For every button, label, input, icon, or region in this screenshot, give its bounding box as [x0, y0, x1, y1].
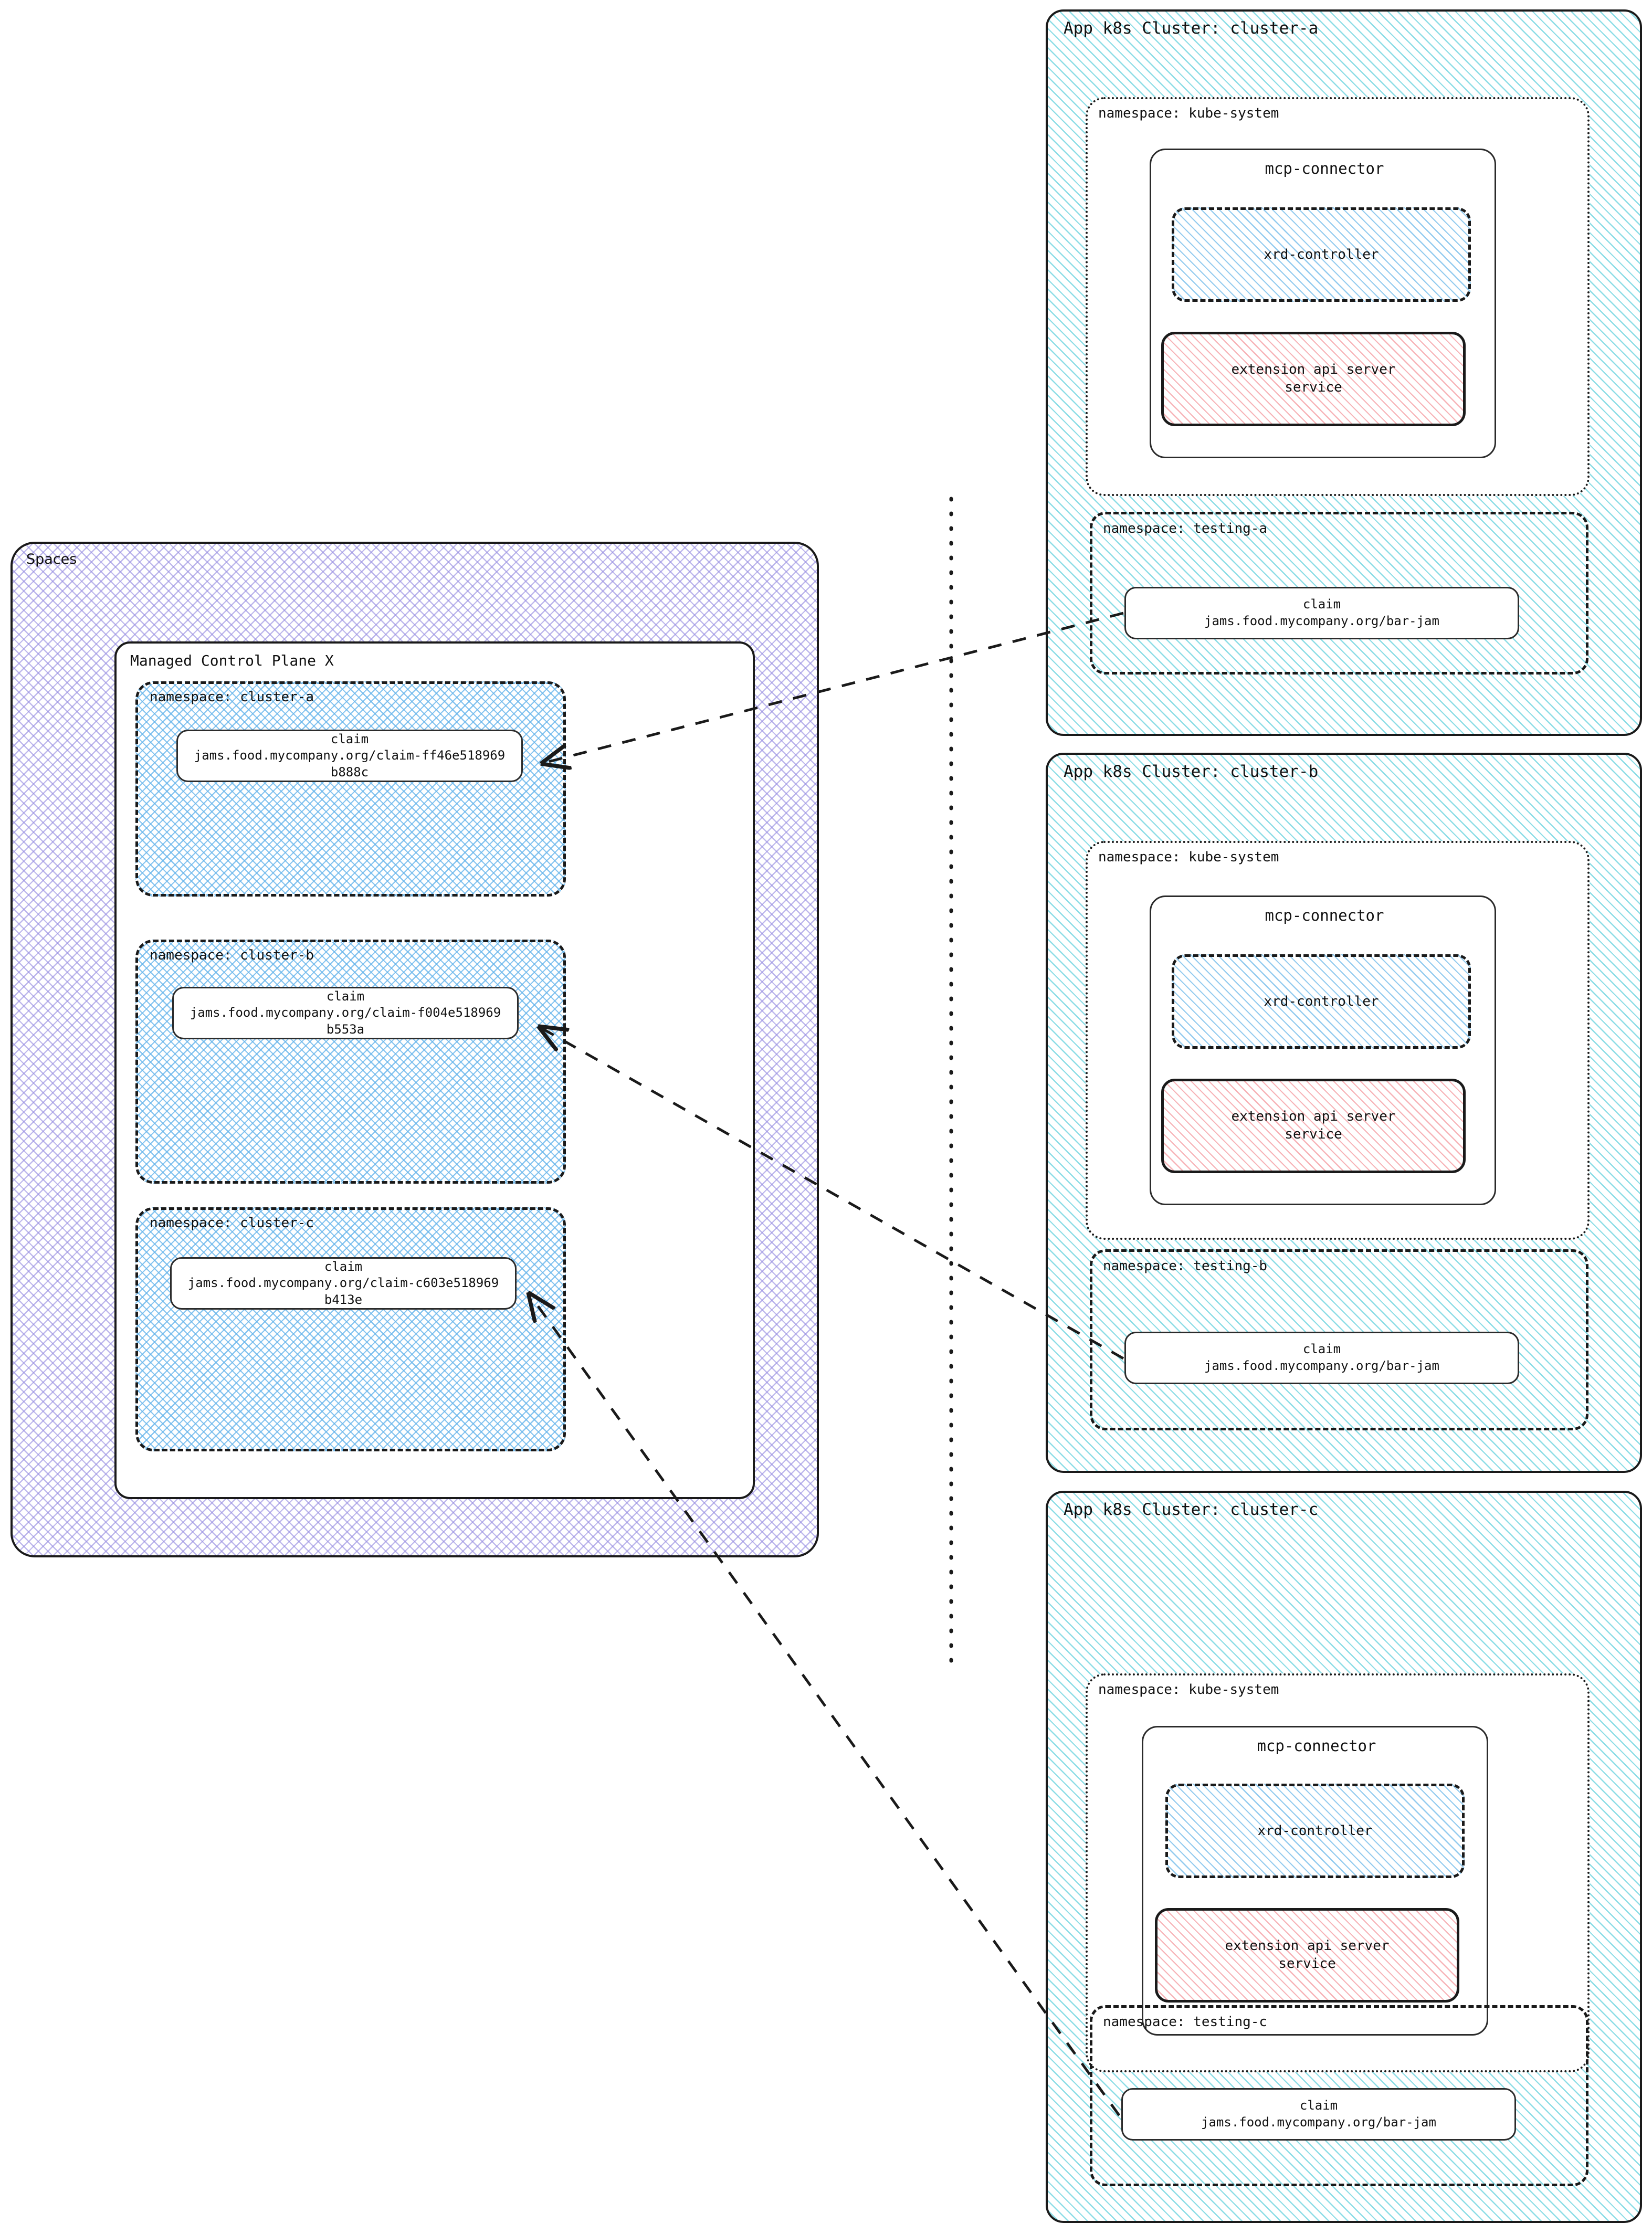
- claim-kind: claim: [1302, 597, 1341, 612]
- cluster-c-title: App k8s Cluster: cluster-c: [1064, 1500, 1319, 1519]
- claim-testing-b[interactable]: claim jams.food.mycompany.org/bar-jam: [1124, 1332, 1519, 1384]
- claim-kind: claim: [326, 988, 365, 1004]
- mcp-connector-c-title: mcp-connector: [1257, 1737, 1376, 1755]
- extension-api-server-a-label: extension api server service: [1231, 362, 1396, 395]
- namespace-testing-c-label: namespace: testing-c: [1103, 2014, 1268, 2030]
- cluster-a-title: App k8s Cluster: cluster-a: [1064, 19, 1319, 38]
- claim-ref: jams.food.mycompany.org/claim-f004e51896…: [190, 1005, 501, 1037]
- claim-cluster-a[interactable]: claim jams.food.mycompany.org/claim-ff46…: [176, 730, 523, 782]
- xrd-controller-a-label: xrd-controller: [1264, 247, 1379, 262]
- claim-testing-c[interactable]: claim jams.food.mycompany.org/bar-jam: [1121, 2088, 1516, 2141]
- claim-kind: claim: [330, 731, 369, 746]
- namespace-cluster-b: namespace: cluster-b: [135, 940, 566, 1184]
- namespace-testing-a: namespace: testing-a: [1090, 512, 1588, 675]
- xrd-controller-c-label: xrd-controller: [1257, 1823, 1373, 1839]
- extension-api-server-a: extension api server service: [1161, 332, 1466, 426]
- xrd-controller-b-label: xrd-controller: [1264, 994, 1379, 1009]
- claim-ref: jams.food.mycompany.org/bar-jam: [1204, 614, 1439, 628]
- claim-ref: jams.food.mycompany.org/claim-c603e51896…: [187, 1276, 499, 1307]
- namespace-testing-a-label: namespace: testing-a: [1103, 521, 1268, 536]
- claim-ref: jams.food.mycompany.org/bar-jam: [1201, 2115, 1436, 2130]
- claim-cluster-c[interactable]: claim jams.food.mycompany.org/claim-c603…: [170, 1257, 517, 1310]
- claim-testing-a[interactable]: claim jams.food.mycompany.org/bar-jam: [1124, 587, 1519, 639]
- namespace-cluster-a-label: namespace: cluster-a: [150, 689, 314, 705]
- mcp-connector-a-title: mcp-connector: [1265, 160, 1384, 177]
- spaces-title: Spaces: [26, 551, 77, 567]
- xrd-controller-c: xrd-controller: [1165, 1784, 1465, 1878]
- extension-api-server-b-label: extension api server service: [1231, 1109, 1396, 1142]
- namespace-cluster-a: namespace: cluster-a: [135, 681, 566, 897]
- extension-api-server-b: extension api server service: [1161, 1079, 1466, 1173]
- cluster-b-title: App k8s Cluster: cluster-b: [1064, 762, 1319, 781]
- namespace-kube-system-c-label: namespace: kube-system: [1098, 1682, 1279, 1698]
- namespace-kube-system-a-label: namespace: kube-system: [1098, 106, 1279, 121]
- managed-control-plane-title: Managed Control Plane X: [130, 652, 334, 669]
- mcp-connector-b-title: mcp-connector: [1265, 907, 1384, 924]
- claim-ref: jams.food.mycompany.org/bar-jam: [1204, 1358, 1439, 1373]
- extension-api-server-c-label: extension api server service: [1225, 1938, 1390, 1972]
- claim-ref: jams.food.mycompany.org/claim-ff46e51896…: [194, 748, 506, 779]
- xrd-controller-b: xrd-controller: [1172, 954, 1471, 1049]
- xrd-controller-a: xrd-controller: [1172, 207, 1471, 302]
- namespace-kube-system-b-label: namespace: kube-system: [1098, 849, 1279, 865]
- namespace-cluster-b-label: namespace: cluster-b: [150, 947, 314, 963]
- claim-kind: claim: [324, 1259, 363, 1274]
- claim-cluster-b[interactable]: claim jams.food.mycompany.org/claim-f004…: [172, 987, 519, 1039]
- namespace-cluster-c: namespace: cluster-c: [135, 1207, 566, 1451]
- claim-kind: claim: [1299, 2098, 1338, 2113]
- namespace-testing-b-label: namespace: testing-b: [1103, 1258, 1268, 1274]
- claim-kind: claim: [1302, 1342, 1341, 1357]
- namespace-cluster-c-label: namespace: cluster-c: [150, 1215, 314, 1231]
- extension-api-server-c: extension api server service: [1155, 1908, 1459, 2003]
